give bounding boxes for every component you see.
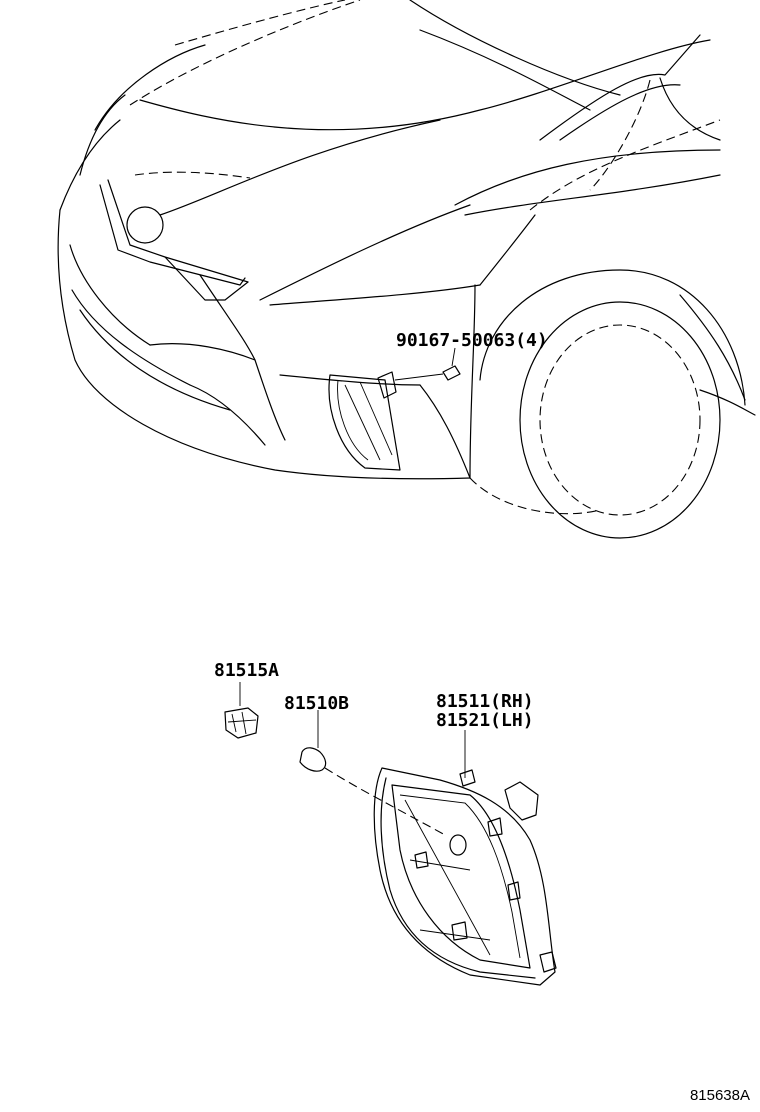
figure-code: 815638A xyxy=(689,1087,750,1104)
bulb-socket xyxy=(224,682,259,739)
bulb-part-number: 81510B xyxy=(284,693,350,714)
lamp-lh-part-number: 81521(LH) xyxy=(436,710,534,731)
fog-lamp-assembly xyxy=(373,730,557,986)
car-front-outline xyxy=(57,0,756,539)
socket-part-number: 81515A xyxy=(214,660,280,681)
bulb xyxy=(299,710,446,836)
lamp-rh-part-number: 81511(RH) xyxy=(436,691,534,712)
bolt-part-number: 90167-50063(4) xyxy=(396,330,548,351)
bolt-leader-line xyxy=(451,347,456,367)
